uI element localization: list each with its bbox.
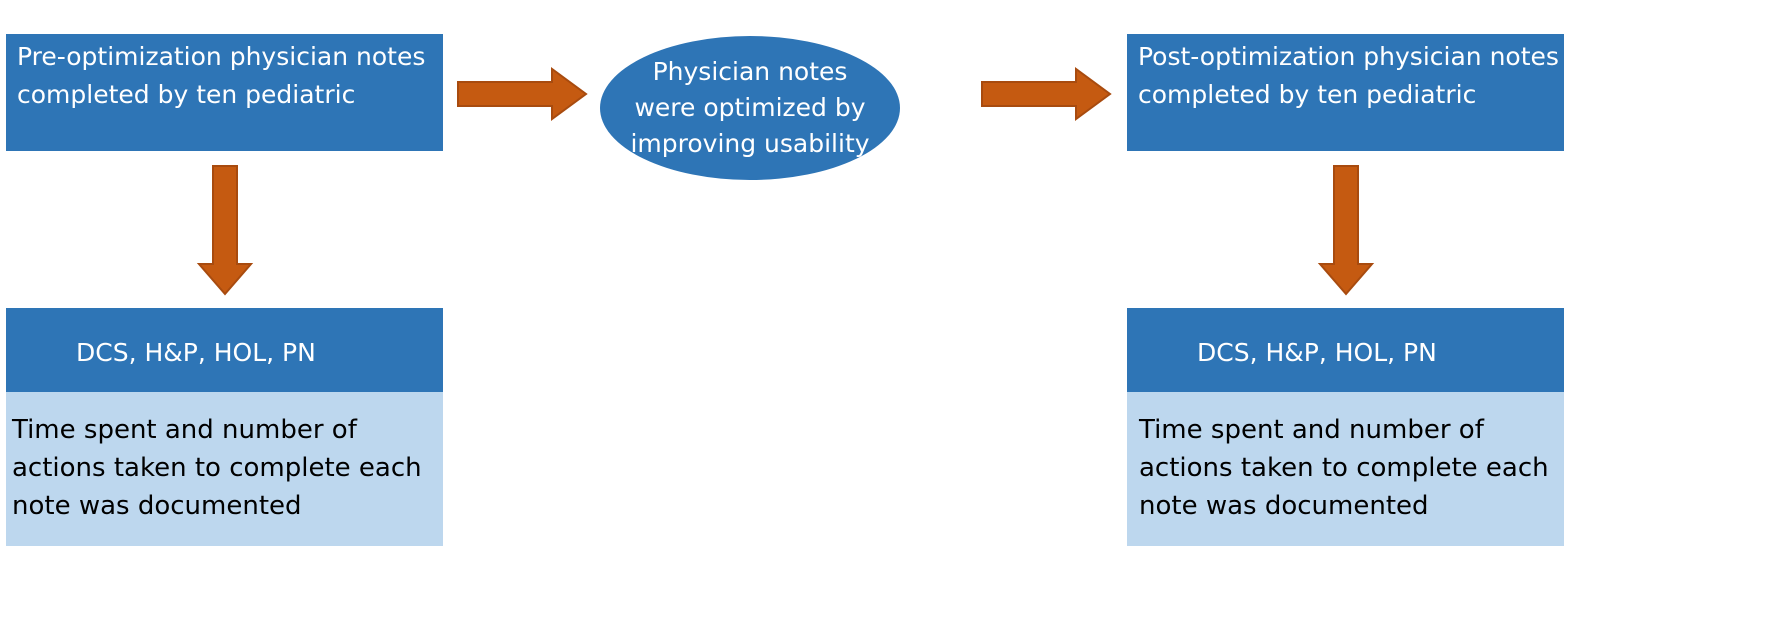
arrow-right-2	[981, 67, 1112, 121]
arrow-right-1	[457, 67, 588, 121]
pre-optimization-label: Pre-optimization physician notes complet…	[17, 42, 426, 109]
pre-metrics-label: Time spent and number of actions taken t…	[12, 415, 422, 521]
post-optimization-box: Post-optimization physician notes comple…	[1127, 34, 1564, 151]
post-notes-types-label: DCS, H&P, HOL, PN	[1197, 338, 1437, 367]
pre-notes-types-box: DCS, H&P, HOL, PN	[6, 308, 443, 392]
optimization-ellipse: Physician notes were optimized by improv…	[600, 36, 900, 180]
arrow-down-right	[1317, 165, 1375, 296]
pre-notes-types-label: DCS, H&P, HOL, PN	[76, 338, 316, 367]
arrow-down-left	[196, 165, 254, 296]
post-metrics-label: Time spent and number of actions taken t…	[1139, 415, 1549, 521]
post-optimization-label: Post-optimization physician notes comple…	[1138, 42, 1559, 109]
post-metrics-box: Time spent and number of actions taken t…	[1127, 392, 1564, 546]
optimization-label: Physician notes were optimized by improv…	[630, 57, 870, 158]
pre-metrics-box: Time spent and number of actions taken t…	[6, 392, 443, 546]
post-notes-types-box: DCS, H&P, HOL, PN	[1127, 308, 1564, 392]
pre-optimization-box: Pre-optimization physician notes complet…	[6, 34, 443, 151]
